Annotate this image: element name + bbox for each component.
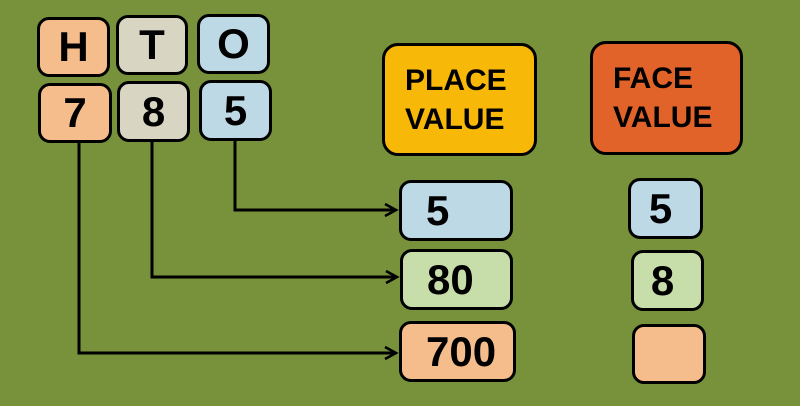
face-value-tens: 8 [631, 250, 704, 311]
digit-ones: 5 [199, 80, 272, 141]
place-value-header-line1: PLACE [405, 63, 507, 97]
place-value-header-line2: VALUE [405, 102, 505, 136]
face-value-ones: 5 [628, 178, 703, 239]
connector-ones-arrow [233, 141, 399, 218]
digit-hundreds: 7 [38, 83, 112, 143]
face-value-header: FACE VALUE [590, 41, 743, 155]
place-value-hundreds: 700 [399, 321, 516, 382]
place-value-tens: 80 [400, 249, 513, 310]
column-label-hundreds: H [37, 17, 110, 77]
face-value-header-line1: FACE [613, 62, 694, 95]
column-label-tens: T [116, 15, 188, 75]
column-label-ones: O [197, 14, 270, 74]
connector-tens-arrow [150, 142, 400, 285]
digit-tens: 8 [117, 81, 190, 142]
connector-hundreds-arrow [77, 143, 399, 361]
face-value-hundreds [632, 324, 706, 384]
place-value-header: PLACE VALUE [382, 43, 537, 156]
face-value-header-line2: VALUE [613, 101, 713, 134]
place-value-ones: 5 [399, 180, 513, 241]
